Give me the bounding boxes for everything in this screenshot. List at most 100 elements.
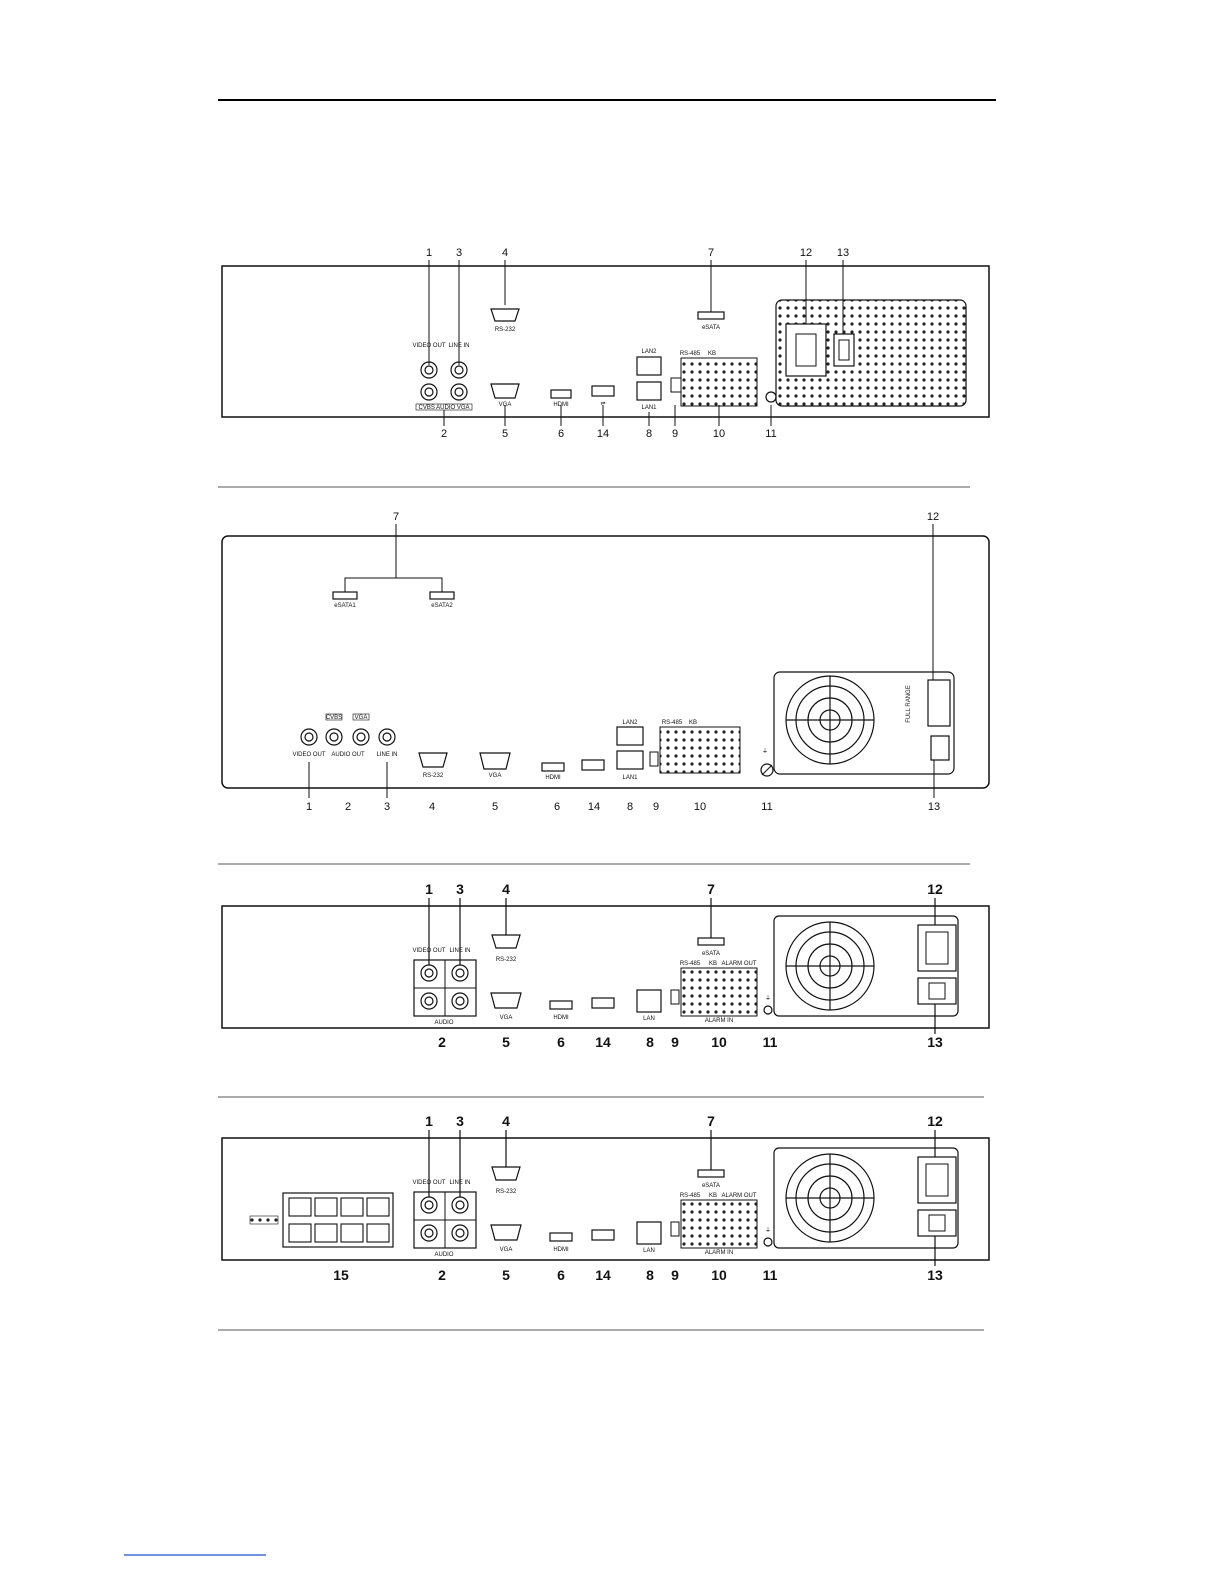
ground-screw	[763, 1005, 773, 1015]
callout-4: 4	[502, 881, 510, 897]
lan1-port	[616, 750, 644, 770]
callout-10: 10	[711, 1034, 727, 1050]
callout-2: 2	[441, 428, 447, 440]
rs232-label: RS-232	[496, 1189, 517, 1195]
poe-port-block	[282, 1192, 394, 1248]
callout-2: 2	[438, 1267, 446, 1283]
callout-3: 3	[384, 801, 390, 813]
esata-port	[697, 311, 725, 320]
hdmi-port	[549, 1000, 573, 1010]
esata1-label: eSATA1	[334, 603, 356, 609]
power-supply	[773, 915, 959, 1017]
panel-a: 1 3 4 7 12 13 2 5 6 14 8 9 10 11	[221, 247, 990, 440]
callout-7: 7	[707, 1113, 715, 1129]
esata2-port	[429, 591, 455, 600]
callout-13: 13	[928, 801, 940, 813]
callout-5: 5	[492, 801, 498, 813]
vga-port	[479, 752, 511, 770]
rs232-port	[491, 934, 521, 949]
callout-6: 6	[557, 1267, 565, 1283]
power-switch	[930, 735, 950, 761]
callout-9: 9	[653, 801, 659, 813]
cvbs-tag: CVBS	[326, 715, 342, 721]
lan-port	[636, 1221, 662, 1245]
power-switch	[917, 1209, 957, 1237]
video-out-label: VIDEO OUT	[412, 343, 445, 349]
callout-8: 8	[646, 1034, 654, 1050]
usb-icon: ⇌	[600, 400, 605, 407]
alarm-out-label: ALARM OUT	[721, 961, 756, 967]
panel-a-chassis	[221, 265, 990, 418]
usb-port	[591, 997, 615, 1009]
vga-tag: VGA	[355, 715, 368, 721]
power-inlet	[927, 679, 951, 727]
hdmi-port	[549, 1232, 573, 1242]
audio-label: AUDIO	[434, 1020, 453, 1026]
callout-15: 15	[333, 1267, 349, 1283]
vga-label: VGA	[489, 773, 502, 779]
line-in-label: LINE IN	[448, 343, 469, 349]
callout-1: 1	[425, 881, 433, 897]
line-in-label: LINE IN	[376, 752, 397, 758]
ground-icon: ⏚	[765, 995, 771, 1002]
power-inlet	[917, 924, 957, 972]
callout-11: 11	[761, 801, 772, 813]
callout-13: 13	[927, 1267, 943, 1283]
callout-4: 4	[429, 801, 435, 813]
line-in-label: LINE IN	[449, 948, 470, 954]
lan-label: LAN	[643, 1016, 655, 1022]
terminal-block	[680, 357, 758, 407]
esata1-port	[332, 591, 358, 600]
esata-port	[697, 937, 725, 946]
callout-4: 4	[502, 247, 508, 259]
kb-label: KB	[689, 720, 697, 726]
callout-14: 14	[595, 1034, 611, 1050]
callout-11: 11	[765, 428, 776, 440]
audio-label: AUDIO	[434, 1252, 453, 1258]
power-supply	[773, 1147, 959, 1249]
poe-indicator-label	[249, 1215, 279, 1225]
callout-4: 4	[502, 1113, 510, 1129]
lan-port	[636, 989, 662, 1013]
dip-switch	[670, 1221, 680, 1237]
rs485-label: RS-485	[680, 1193, 701, 1199]
esata2-label: eSATA2	[431, 603, 453, 609]
fan-grille	[785, 675, 875, 765]
alarm-in-label: ALARM IN	[705, 1250, 733, 1256]
audio-out-label: AUDIO OUT	[331, 752, 365, 758]
dip-switch	[670, 377, 682, 393]
power-switch	[833, 333, 855, 367]
lan1-label: LAN1	[641, 405, 657, 411]
callout-9: 9	[672, 428, 678, 440]
callout-1: 1	[426, 247, 432, 259]
callout-3: 3	[456, 881, 464, 897]
callout-12: 12	[927, 511, 939, 523]
ground-icon: ⏚	[765, 1227, 771, 1234]
power-switch	[917, 977, 957, 1005]
callout-14: 14	[595, 1267, 611, 1283]
lan2-label: LAN2	[622, 720, 638, 726]
hdmi-port	[541, 762, 565, 772]
alarm-out-label: ALARM OUT	[721, 1193, 756, 1199]
vga-label: VGA	[500, 1015, 513, 1021]
panel-b-chassis	[221, 535, 990, 789]
callout-13: 13	[837, 247, 849, 259]
callout-5: 5	[502, 1267, 510, 1283]
callout-3: 3	[456, 1113, 464, 1129]
callout-6: 6	[557, 1034, 565, 1050]
panel-b: 7 12 eSATA1 eSATA2 CVBS VGA VIDEO OUT AU…	[221, 511, 990, 813]
hdmi-label: HDMI	[553, 1247, 569, 1253]
power-inlet	[917, 1156, 957, 1204]
esata-label: eSATA	[702, 951, 720, 957]
terminal-block	[680, 967, 758, 1017]
video-out-label: VIDEO OUT	[412, 1180, 445, 1186]
line-in-label: LINE IN	[449, 1180, 470, 1186]
hdmi-label: HDMI	[545, 775, 561, 781]
hdmi-port	[550, 389, 572, 399]
callout-7: 7	[707, 881, 715, 897]
usb-port	[591, 385, 615, 397]
callout-9: 9	[671, 1034, 679, 1050]
video-out-label: VIDEO OUT	[292, 752, 325, 758]
ground-icon: ⏚	[762, 748, 768, 755]
